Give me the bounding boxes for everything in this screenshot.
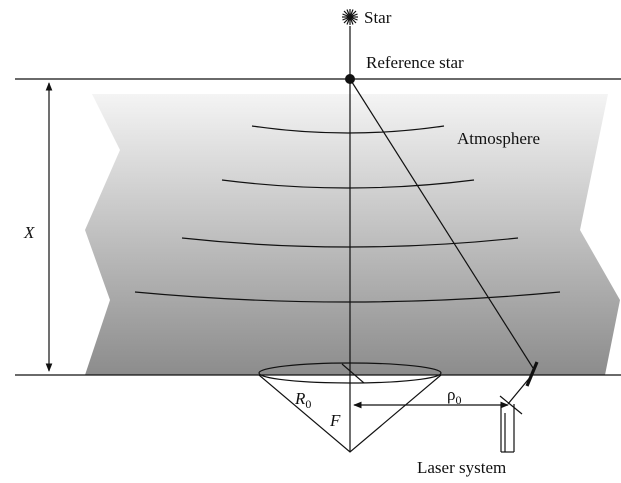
laser-system-label: Laser system [417,458,506,477]
atmosphere-wave-4 [134,291,561,303]
atmosphere-band [85,94,620,375]
atmosphere-wave-3 [181,237,519,248]
mirror-to-laser-line [507,374,533,405]
laser-system-tick [499,395,523,415]
laser-beam-line [349,78,534,369]
rho0-subscript: 0 [455,393,461,407]
filled-dot-icon [345,74,355,84]
atmosphere-label: Atmosphere [457,129,540,148]
x-dimension-label: X [23,223,35,242]
telescope-cone [258,374,442,453]
mirror-icon [525,361,539,387]
r0-label: R0 [294,389,311,411]
r0-subscript: 0 [305,397,311,411]
star-label: Star [364,8,392,27]
atmosphere-wave-1 [251,125,445,134]
f-label: F [329,411,341,430]
telescope-aperture-ellipse [258,362,442,384]
atmosphere-wave-2 [221,179,475,189]
reference-star-label: Reference star [366,53,464,72]
star-burst-icon [342,9,358,25]
aperture-radius-line [341,363,365,384]
rho0-label: ρ0 [447,385,461,407]
